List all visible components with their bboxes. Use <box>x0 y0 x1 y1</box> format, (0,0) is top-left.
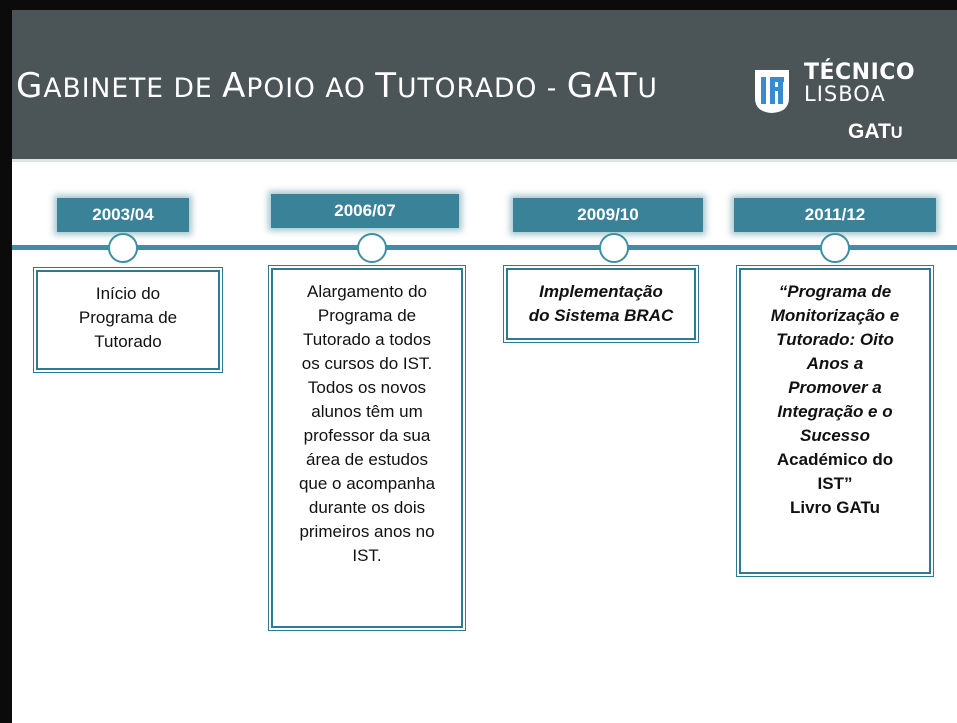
event-box-2009: Implementação do Sistema BRAC <box>503 265 699 343</box>
timeline-line <box>12 245 957 250</box>
event-text: IST” <box>817 474 853 493</box>
event-text: Académico do <box>776 450 894 469</box>
event-text: Alargamento do <box>306 282 428 301</box>
timeline-node <box>357 233 387 263</box>
event-text: Programa de <box>317 306 417 325</box>
event-text: que o acompanha <box>298 474 436 493</box>
page-title: GABINETE DE APOIO AO TUTORADO - GATU <box>16 66 658 106</box>
timeline-node <box>820 233 850 263</box>
event-text: Anos a <box>806 354 864 373</box>
event-text: Monitorização e <box>770 306 900 325</box>
event-text: IST. <box>352 546 382 565</box>
year-label: 2006/07 <box>271 194 459 228</box>
logo-text-tecnico: TÉCNICO <box>804 60 916 85</box>
title-part: UTORADO - <box>397 73 567 104</box>
logo-text-lisboa: LISBOA <box>804 82 886 106</box>
year-label: 2011/12 <box>734 198 936 232</box>
event-text: Tutorado: Oito <box>776 330 894 349</box>
timeline-node <box>108 233 138 263</box>
event-text: “Programa de <box>778 282 892 301</box>
header-divider <box>12 159 957 162</box>
event-text: área de estudos <box>306 450 428 469</box>
event-text: primeiros anos no <box>299 522 435 541</box>
event-text: Todos os novos <box>307 378 427 397</box>
event-text: Livro GATu <box>789 498 881 517</box>
year-label: 2003/04 <box>57 198 189 232</box>
year-label: 2009/10 <box>513 198 703 232</box>
event-text: Tutorado a todos <box>303 330 431 349</box>
logo-text-gatu: GATU <box>848 120 903 144</box>
event-text: os cursos do IST. <box>301 354 433 373</box>
event-box-2011: “Programa de Monitorização e Tutorado: O… <box>736 265 934 577</box>
event-text: Tutorado <box>94 332 162 351</box>
title-part: ABINETE DE <box>43 73 223 104</box>
title-cap: GAT <box>566 66 638 106</box>
event-box-2003: Início do Programa de Tutorado <box>33 267 223 373</box>
title-cap: G <box>16 66 44 106</box>
event-text: Implementação <box>539 282 663 301</box>
event-text: Promover a <box>788 378 882 397</box>
title-part: POIO AO <box>246 73 376 104</box>
ist-logo-icon <box>755 70 789 113</box>
title-cap: A <box>222 66 247 106</box>
event-text: do Sistema BRAC <box>528 306 674 325</box>
title-part: U <box>637 73 658 104</box>
logo-gatu-main: GAT <box>848 120 891 143</box>
event-text: professor da sua <box>303 426 431 445</box>
event-box-2006: Alargamento do Programa de Tutorado a to… <box>268 265 466 631</box>
timeline-node <box>599 233 629 263</box>
event-text: Integração e o <box>777 402 893 421</box>
title-cap: T <box>375 66 398 106</box>
event-text: alunos têm um <box>311 402 423 421</box>
event-text: Início do <box>95 284 161 303</box>
event-text: Sucesso <box>800 426 870 445</box>
header-bar <box>12 10 957 159</box>
event-text: Programa de <box>78 308 178 327</box>
logo-gatu-sc: U <box>890 124 903 142</box>
event-text: durante os dois <box>308 498 426 517</box>
